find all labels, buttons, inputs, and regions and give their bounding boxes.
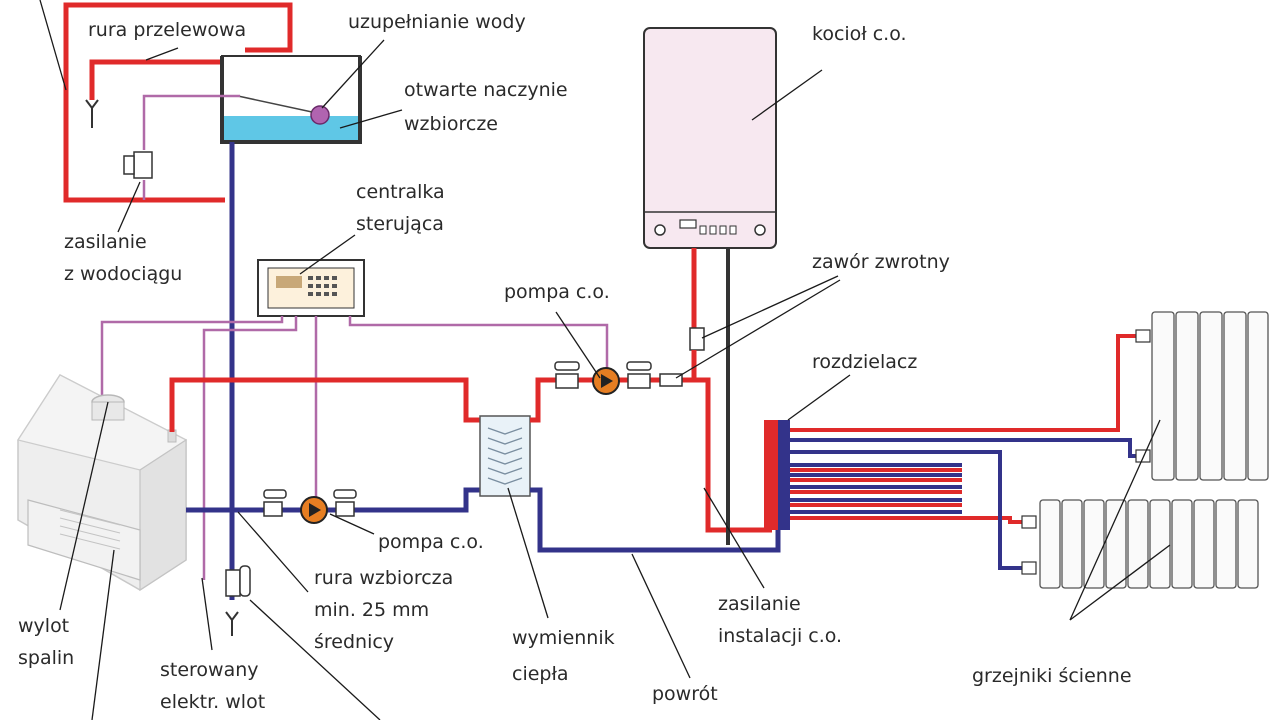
label-expansion-pipe-line3: średnicy [314,631,394,653]
label-wall-radiators: grzejniki ścienne [972,665,1132,687]
label-water-supply-line1: zasilanie [64,231,147,253]
label-overflow-pipe: rura przelewowa [88,19,246,41]
wall-boiler-pipes [689,248,730,545]
label-installation-supply-line2: instalacji c.o. [718,625,842,647]
label-check-valve: zawór zwrotny [812,251,950,273]
label-heat-exchanger-line1: wymiennik [512,627,615,649]
primary-circuit [169,377,482,524]
label-open-vessel-line1: otwarte naczynie [404,79,568,101]
label-return-from-installation: powrót [652,683,718,705]
heat-exchanger [479,415,531,497]
label-controlled-inlet-line2: elektr. wlot [160,691,265,713]
label-control-unit-line2: sterująca [356,213,444,235]
label-open-vessel-line2: wzbiorcze [404,113,498,135]
label-manifold: rozdzielacz [812,351,917,373]
label-flue-outlet-line2: spalin [18,647,74,669]
label-controlled-inlet-line1: sterowany [160,659,259,681]
water-refill-line [123,94,240,200]
labels: rura przelewowa uzupełnianie wody otwart… [18,11,1132,713]
float-valve-icon [310,105,330,125]
secondary-circuit [530,361,781,553]
label-water-refill: uzupełnianie wody [348,11,526,33]
label-water-supply-line2: z wodociągu [64,263,182,285]
manifold [764,334,1138,570]
leader-lines [39,0,1171,720]
control-unit [257,259,365,317]
wall-radiator-upper [1135,311,1269,481]
wall-radiator-lower [1021,499,1259,589]
label-flue-outlet-line1: wylot [18,615,69,637]
label-heat-exchanger-line2: ciepła [512,663,569,685]
label-expansion-pipe-line2: min. 25 mm [314,599,429,621]
label-pump-top: pompa c.o. [504,281,610,303]
supply-valve-icon [133,151,153,179]
overflow-pipe-loop [63,2,293,203]
label-control-unit-line1: centralka [356,181,445,203]
solid-fuel-boiler [17,374,188,592]
label-boiler: kocioł c.o. [812,23,907,45]
check-valve-icon [689,327,705,351]
label-pump-bottom: pompa c.o. [378,531,484,553]
label-installation-supply-line1: zasilanie [718,593,801,615]
open-expansion-vessel [220,55,362,144]
expansion-pipe [225,142,251,636]
wall-boiler [643,27,777,249]
label-expansion-pipe-line1: rura wzbiorcza [314,567,453,589]
control-signal-lines [100,316,609,580]
